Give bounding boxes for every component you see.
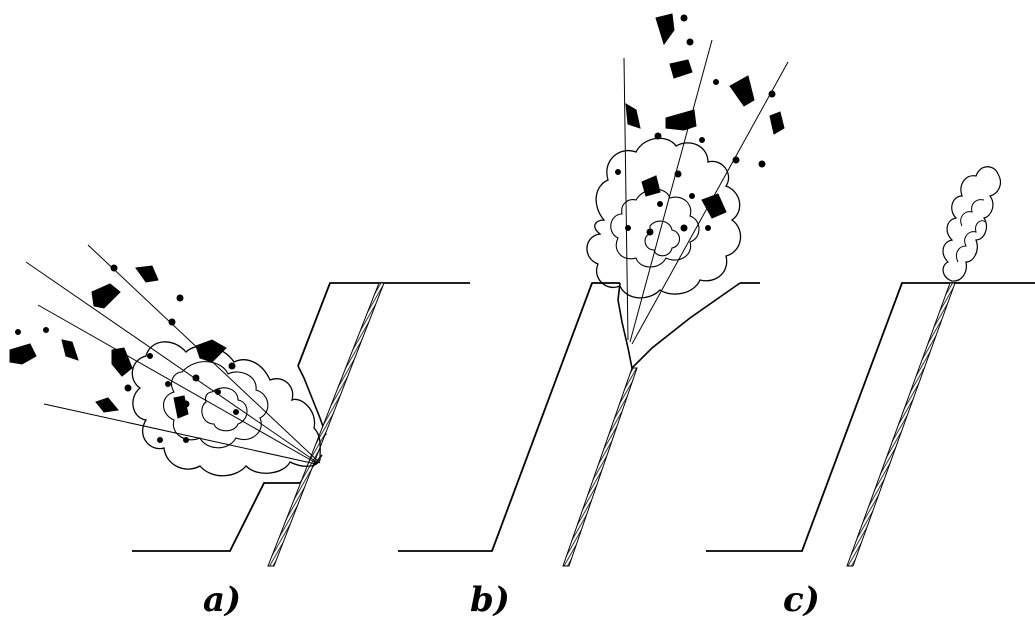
rock-fragment-icon bbox=[669, 59, 693, 79]
rock-fragment-icon bbox=[43, 327, 49, 333]
smoke-plume-c bbox=[942, 166, 1002, 282]
rock-fragment-icon bbox=[769, 111, 785, 135]
rock-fragment-icon bbox=[61, 339, 79, 361]
rock-fragment-icon bbox=[758, 160, 766, 168]
borehole-charge-c bbox=[846, 282, 956, 567]
rock-fragment-icon bbox=[157, 437, 163, 443]
rock-fragment-icon bbox=[768, 90, 776, 98]
rock-fragment-icon bbox=[91, 283, 121, 309]
bench-profile-b bbox=[398, 282, 760, 552]
rock-fragment-icon bbox=[654, 132, 662, 140]
rock-fragment-icon bbox=[680, 14, 688, 22]
smoke-cloud-a bbox=[131, 341, 321, 477]
rock-fragment-icon bbox=[646, 228, 654, 236]
rock-fragment-icon bbox=[641, 175, 661, 197]
caption-b: b) bbox=[470, 580, 510, 620]
crater-outline-b bbox=[617, 282, 741, 370]
rock-fragment-icon bbox=[689, 193, 695, 199]
rock-fragment-icon bbox=[228, 362, 236, 370]
borehole-charge-a bbox=[267, 282, 385, 567]
rock-fragment-icon bbox=[15, 329, 21, 335]
rock-fragment-icon bbox=[699, 137, 705, 143]
rock-fragment-icon bbox=[110, 264, 118, 272]
smoke-cloud-b bbox=[586, 137, 742, 299]
rock-fragment-icon bbox=[732, 156, 740, 164]
borehole-charge-b bbox=[562, 367, 638, 567]
rock-fragment-icon bbox=[701, 193, 727, 219]
rock-fragment-icon bbox=[615, 169, 621, 175]
rock-fragments-a bbox=[9, 264, 239, 443]
caption-c: c) bbox=[783, 580, 820, 620]
rock-fragment-icon bbox=[674, 170, 682, 178]
trajectory-lines-a bbox=[25, 244, 321, 465]
panel-b-vertical-blast bbox=[398, 13, 789, 567]
rock-fragment-icon bbox=[195, 339, 227, 363]
rock-fragment-icon bbox=[680, 224, 688, 232]
rock-fragment-icon bbox=[657, 201, 663, 207]
bench-profile-a bbox=[132, 282, 470, 552]
rock-fragment-icon bbox=[713, 79, 719, 85]
rock-fragment-icon bbox=[9, 343, 37, 365]
rock-fragment-icon bbox=[176, 294, 184, 302]
rock-fragment-icon bbox=[729, 75, 755, 107]
rock-fragment-icon bbox=[215, 389, 221, 395]
rock-fragment-icon bbox=[165, 381, 171, 387]
rock-fragment-icon bbox=[111, 347, 133, 377]
rock-fragment-icon bbox=[168, 318, 176, 326]
rock-fragment-icon bbox=[182, 400, 190, 408]
rock-fragment-icon bbox=[686, 38, 694, 46]
rock-fragment-icon bbox=[135, 265, 159, 283]
rock-fragment-icon bbox=[124, 384, 132, 392]
rock-fragment-icon bbox=[655, 13, 675, 46]
panel-c-stemming-ejection bbox=[706, 166, 1035, 567]
smoke-cloud-inner-a bbox=[162, 361, 269, 449]
rock-fragment-icon bbox=[95, 397, 119, 413]
caption-a: a) bbox=[203, 580, 242, 620]
rock-fragment-icon bbox=[705, 225, 711, 231]
rock-fragment-icon bbox=[192, 374, 200, 382]
bench-profile-c bbox=[706, 282, 1035, 552]
panel-a-lateral-blast bbox=[9, 244, 470, 567]
rock-fragment-icon bbox=[183, 437, 189, 443]
rock-fragment-icon bbox=[147, 353, 153, 359]
rock-fragment-icon bbox=[625, 225, 631, 231]
rock-fragment-icon bbox=[625, 103, 641, 129]
rock-fragment-icon bbox=[233, 409, 239, 415]
rock-fragment-icon bbox=[665, 109, 697, 131]
rock-fragments-b bbox=[615, 13, 785, 236]
